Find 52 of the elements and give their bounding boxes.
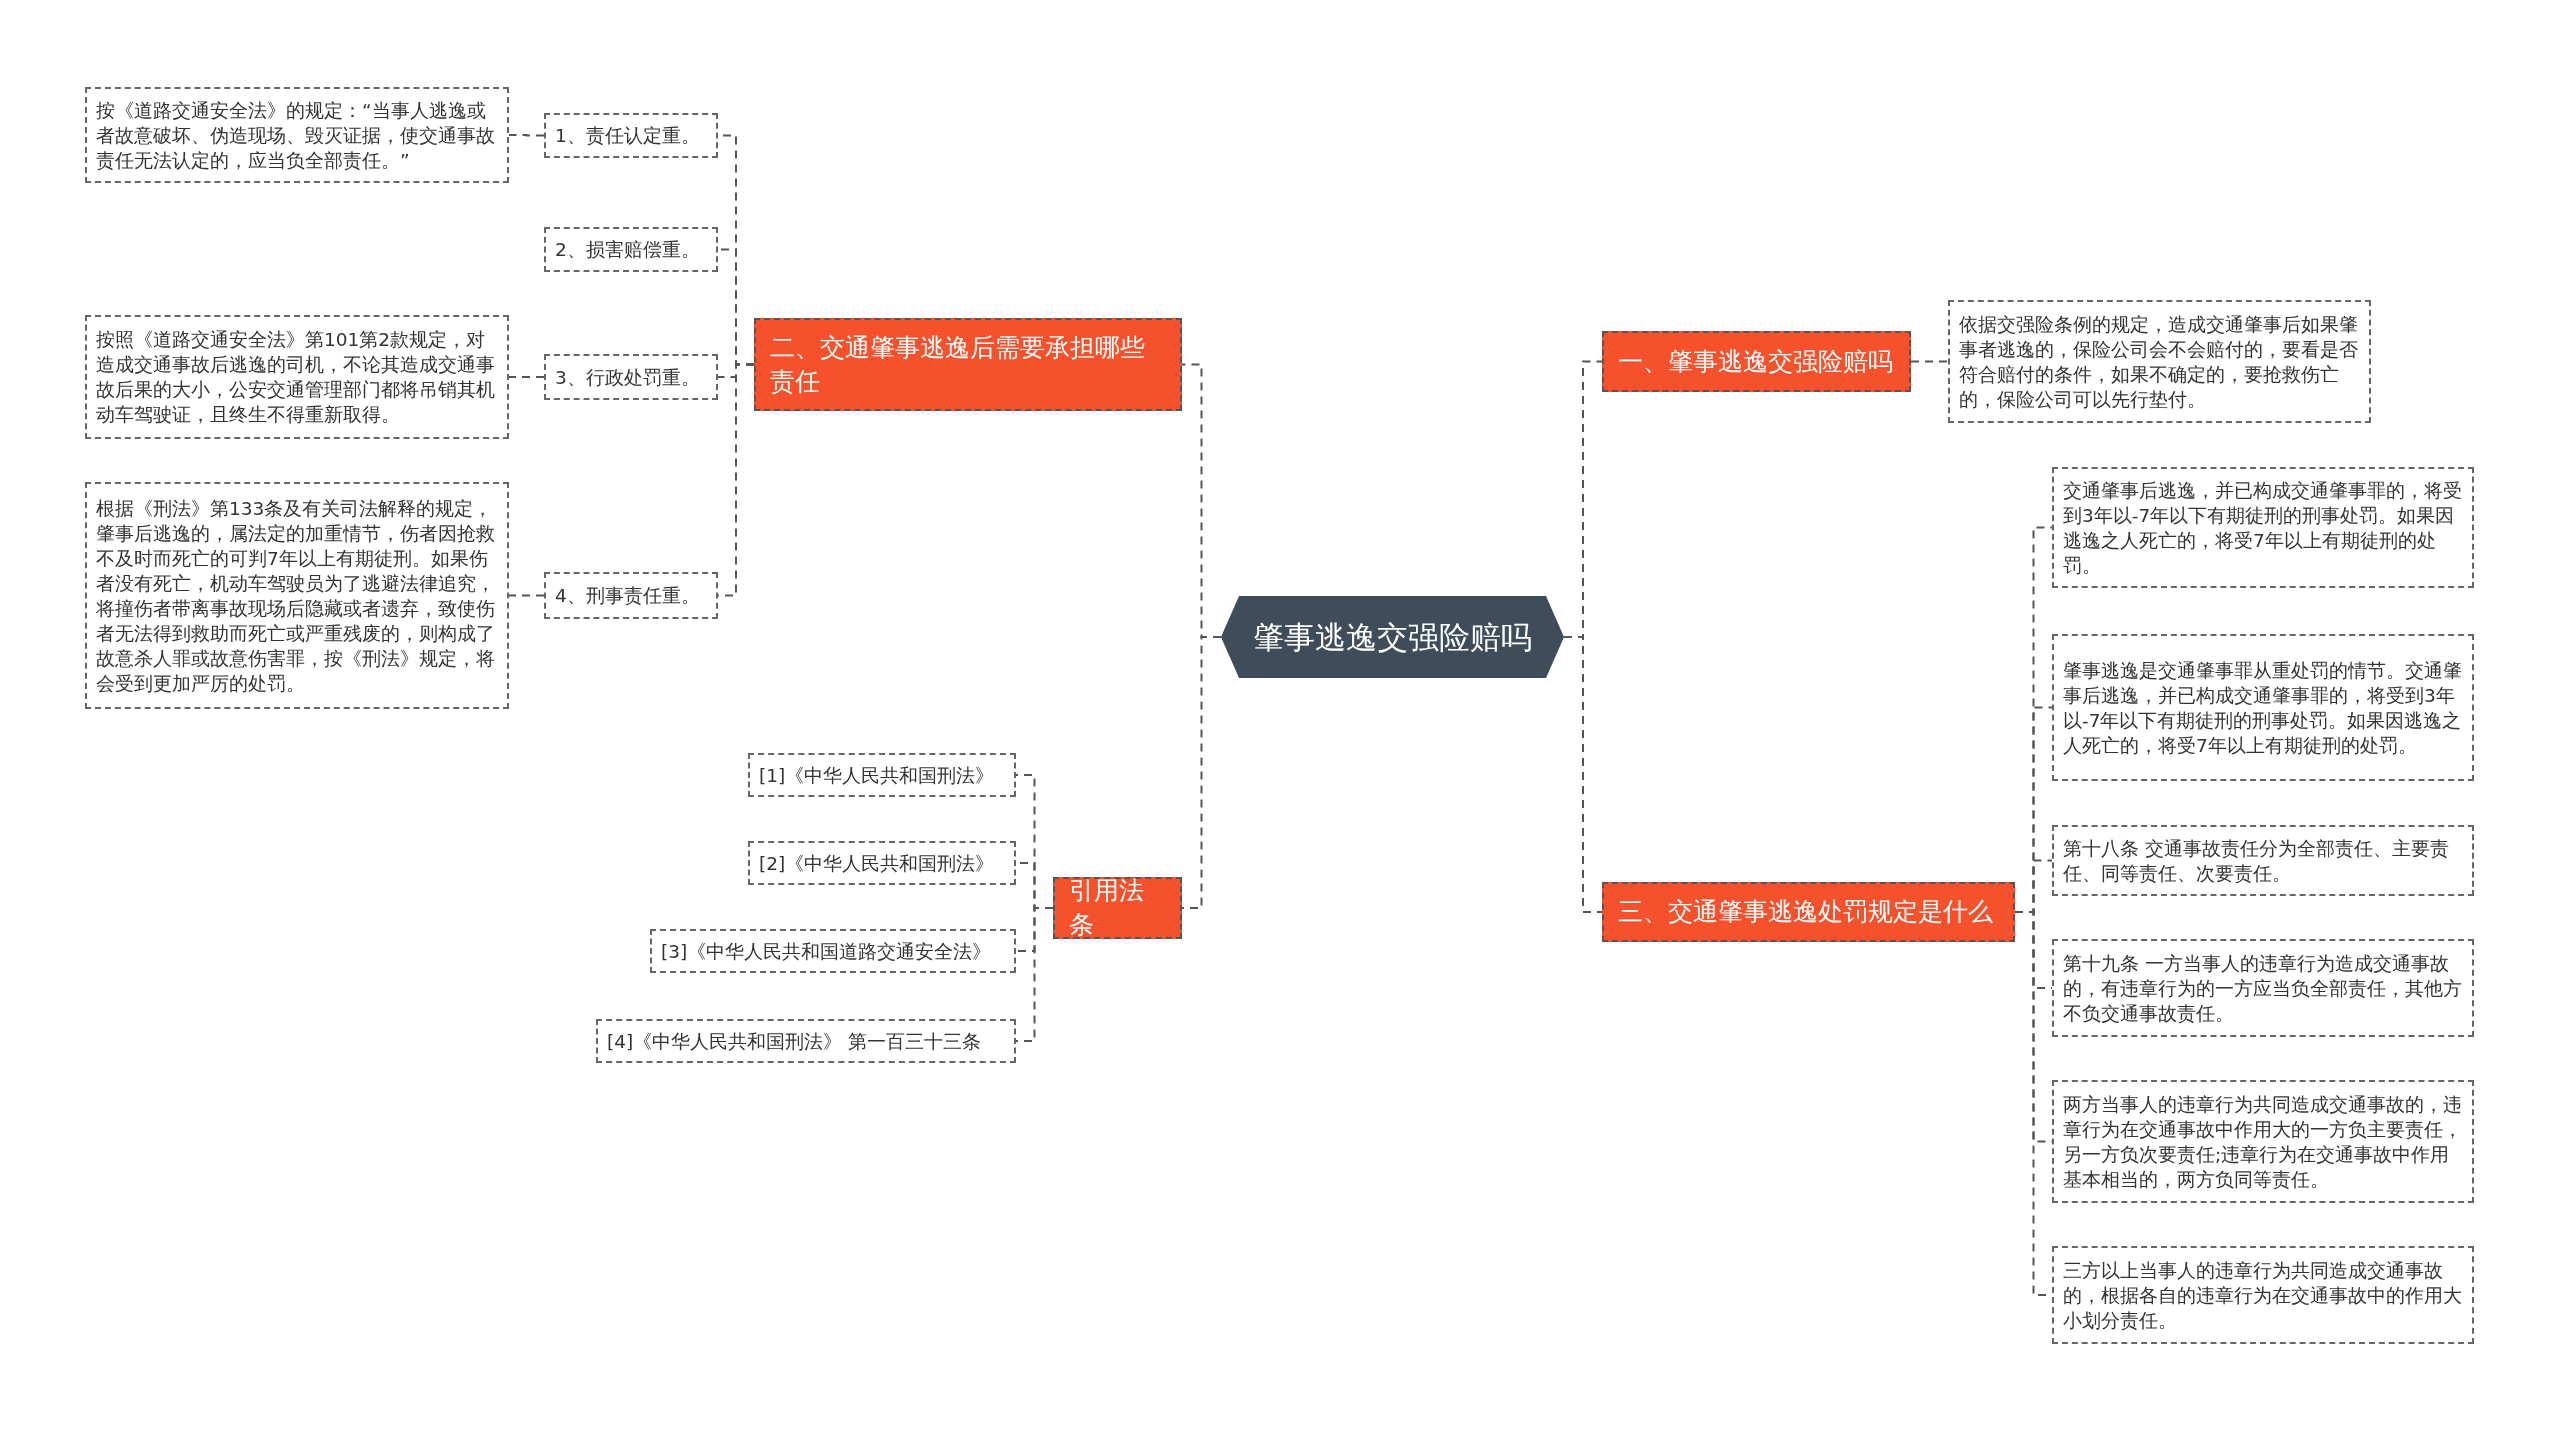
connector-line: [1563, 636, 1603, 913]
node-text: 1、责任认定重。: [555, 124, 700, 148]
node-text: 按照《道路交通安全法》第101第2款规定，对造成交通事故后逃逸的司机，不论其造成交通事故后果的大小，公安交通管理部门都将吊销其机动车驾驶证，且终生不得重新取得。: [96, 328, 496, 427]
node-text: 按《道路交通安全法》的规定：“当事人逃逸或者故意破坏、伪造现场、毁灭证据，使交通事故责任无法认定的，应当负全部责任。”: [96, 98, 496, 173]
topic-box: [1602, 882, 2015, 942]
node-text: 引用法条: [1069, 875, 1145, 941]
node-text: 第十九条 一方当事人的违章行为造成交通事故的，有违章行为的一方应当负全部责任，其他方不负交通事故责任。: [2063, 951, 2463, 1026]
node-text: 肇事逃逸交强险赔吗: [1253, 618, 1532, 656]
node-text: 2、损害赔偿重。: [555, 238, 700, 262]
node-text: 两方当事人的违章行为共同造成交通事故的，违章行为在交通事故中作用大的一方负主要责任，另一方负次要责任;违章行为在交通事故中作用基本相当的，两方负同等责任。: [2063, 1092, 2463, 1192]
subtopic-box: [544, 572, 718, 619]
subtopic-box: [544, 354, 718, 400]
node-text: [1]《中华人民共和国刑法》: [759, 763, 995, 788]
subtopic-box: [544, 113, 718, 158]
subtopic-box: [2052, 467, 2474, 588]
node-text: 三、交通肇事逃逸处罚规定是什么: [1618, 896, 1993, 928]
node-text: 4、刑事责任重。: [555, 584, 700, 608]
node-text: 3、行政处罚重。: [555, 365, 700, 390]
node-text: 一、肇事逃逸交强险赔吗: [1618, 345, 1893, 378]
node-text: [4]《中华人民共和国刑法》 第一百三十三条: [607, 1029, 982, 1054]
subtopic-box: [748, 753, 1016, 797]
node-text: 根据《刑法》第133条及有关司法解释的规定，肇事后逃逸的，属法定的加重情节，伤者因抢救不及时而死亡的可判7年以上有期徒刑。如果伤者没有死亡，机动车驾驶员为了逃避法律追究，将撞伤者带离事故现场后隐藏或者遗弃，致使伤者无法得到救助而死亡或严重残废的，则构成了故意杀人罪或故意伤害罪，按《刑法》规定，将会受到更加严厉的处罚。: [96, 496, 496, 696]
subtopic-box: [596, 1019, 1016, 1063]
connector-line: [508, 594, 545, 597]
connector-line: [508, 134, 545, 137]
subtopic-box: [2052, 1246, 2474, 1344]
subtopic-box: [544, 227, 718, 272]
connector-line: [1015, 907, 1054, 1042]
subtopic-box: [85, 315, 509, 439]
node-text: 肇事逃逸是交通肇事罪从重处罚的情节。交通肇事后逃逸，并已构成交通肇事罪的，将受到3年以-7年以下有期徒刑的刑事处罚。如果因逃逸之人死亡的，将受7年以上有期徒刑的处罚。: [2063, 658, 2463, 758]
node-text: 依据交强险条例的规定，造成交通肇事后如果肇事者逃逸的，保险公司会不会赔付的，要看是否符合赔付的条件，如果不确定的，要抢救伤亡的，保险公司可以先行垫付。: [1959, 312, 2359, 412]
topic-box: [754, 318, 1182, 411]
topic-box: [1602, 331, 1911, 392]
node-text: 二、交通肇事逃逸后需要承担哪些责任: [770, 331, 1146, 398]
subtopic-box: [2052, 825, 2474, 896]
subtopic-box: [2052, 939, 2474, 1037]
connector-line: [508, 376, 545, 378]
central-topic-hexagon: [1221, 596, 1564, 678]
topic-box: [1053, 877, 1182, 939]
subtopic-box: [650, 929, 1016, 973]
node-text: [2]《中华人民共和国刑法》: [759, 851, 995, 876]
subtopic-box: [2052, 634, 2474, 781]
subtopic-box: [85, 87, 509, 183]
node-text: [3]《中华人民共和国道路交通安全法》: [661, 939, 992, 964]
subtopic-box: [1948, 300, 2371, 423]
node-text: 交通肇事后逃逸，并已构成交通肇事罪的，将受到3年以-7年以下有期徒刑的刑事处罚。如果因逃逸之人死亡的，将受7年以上有期徒刑的处罚。: [2063, 478, 2463, 578]
connector-line: [1910, 360, 1949, 363]
subtopic-box: [85, 482, 509, 709]
subtopic-box: [2052, 1080, 2474, 1203]
subtopic-box: [748, 841, 1016, 885]
node-text: 三方以上当事人的违章行为共同造成交通事故的，根据各自的违章行为在交通事故中的作用大小划分责任。: [2063, 1258, 2463, 1333]
node-text: 第十八条 交通事故责任分为全部责任、主要责任、同等责任、次要责任。: [2063, 836, 2450, 886]
